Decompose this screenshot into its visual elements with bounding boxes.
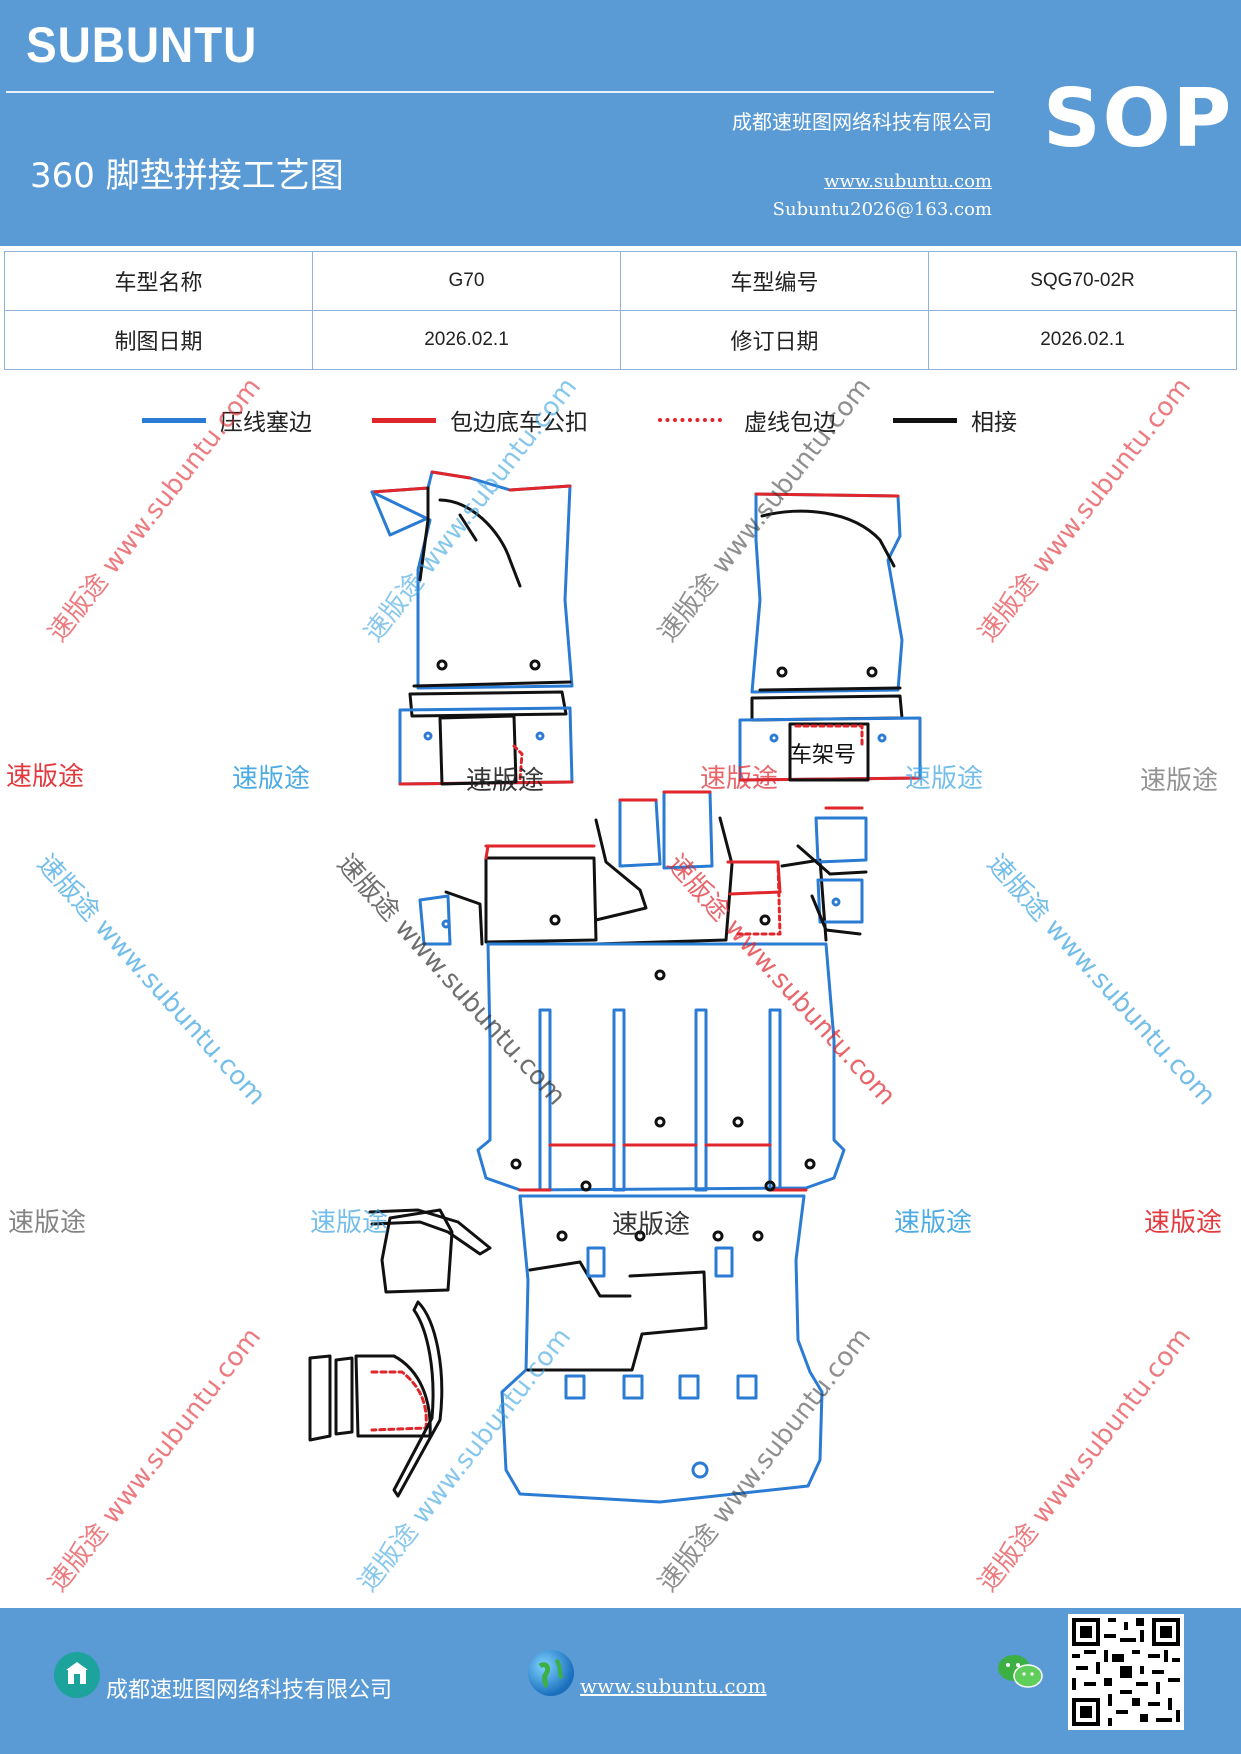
wechat-icon[interactable]	[996, 1652, 1044, 1696]
legend-swatch	[893, 417, 957, 423]
header-website-link[interactable]: www.subuntu.com	[824, 171, 992, 192]
watermark: 速版途	[894, 1208, 973, 1238]
revision-date-value: 2026.02.1	[928, 310, 1237, 370]
sop-badge: SOP	[1043, 72, 1234, 165]
watermark: 速版途	[612, 1210, 691, 1240]
watermark: 速版途	[310, 1208, 389, 1238]
model-name-value: G70	[312, 251, 621, 311]
footer-website-link[interactable]: www.subuntu.com	[580, 1674, 767, 1698]
watermark: 速版途	[700, 764, 779, 794]
center-console-mats	[418, 790, 868, 946]
revision-date-label: 修订日期	[620, 310, 929, 370]
drawing-date-label: 制图日期	[4, 310, 313, 370]
legend-label: 相接	[971, 410, 1017, 436]
header-divider	[6, 91, 994, 93]
company-icon	[54, 1652, 100, 1698]
third-row-trunk-mat	[500, 1194, 824, 1504]
legend-label: 压线塞边	[220, 410, 312, 436]
legend-label: 包边底车公扣	[450, 410, 588, 436]
model-code-value: SQG70-02R	[928, 251, 1237, 311]
qr-code	[1068, 1614, 1184, 1730]
watermark: 速版途	[466, 766, 545, 796]
document-title: 360 脚垫拼接工艺图	[30, 156, 344, 196]
model-code-label: 车型编号	[620, 251, 929, 311]
watermark: 速版途	[905, 764, 984, 794]
legend-item-dotted-edge: 虚线包边	[658, 405, 836, 436]
brand-logo: SUBUNTU	[26, 17, 258, 73]
legend-label: 虚线包边	[744, 410, 836, 436]
side-trim-pieces	[308, 1208, 492, 1498]
driver-front-mat	[370, 470, 574, 786]
watermark: 速版途	[8, 1208, 87, 1238]
model-name-label: 车型名称	[4, 251, 313, 311]
table-row: 制图日期 2026.02.1 修订日期 2026.02.1	[4, 310, 1237, 370]
legend-item-red-edge: 包边底车公扣	[372, 405, 588, 436]
watermark: 速版途	[6, 762, 85, 792]
watermark: 速版途	[1144, 1208, 1223, 1238]
passenger-front-mat	[738, 492, 922, 782]
header-email: Subuntu2026@163.com	[772, 199, 992, 220]
header-company: 成都速班图网络科技有限公司	[732, 110, 992, 134]
vehicle-info-table: 车型名称 G70 车型编号 SQG70-02R 制图日期 2026.02.1 修…	[4, 251, 1237, 370]
legend-swatch	[372, 417, 436, 423]
footer-company: 成都速班图网络科技有限公司	[106, 1678, 393, 1703]
legend-item-press-line: 压线塞边	[142, 405, 312, 436]
floor-mat-diagram: 车架号	[308, 470, 922, 1504]
watermark: 速版途	[232, 764, 311, 794]
drawing-date-value: 2026.02.1	[312, 310, 621, 370]
table-row: 车型名称 G70 车型编号 SQG70-02R	[4, 251, 1237, 311]
second-row-floor-mat	[476, 942, 846, 1192]
legend-swatch	[658, 418, 722, 422]
legend-item-joint: 相接	[893, 405, 1017, 436]
watermark: 速版途	[1140, 766, 1219, 796]
legend-swatch	[142, 417, 206, 423]
vin-label: 车架号	[790, 743, 856, 768]
header-banner: SUBUNTU SOP 360 脚垫拼接工艺图 成都速班图网络科技有限公司 ww…	[0, 0, 1241, 246]
globe-icon	[528, 1650, 574, 1696]
